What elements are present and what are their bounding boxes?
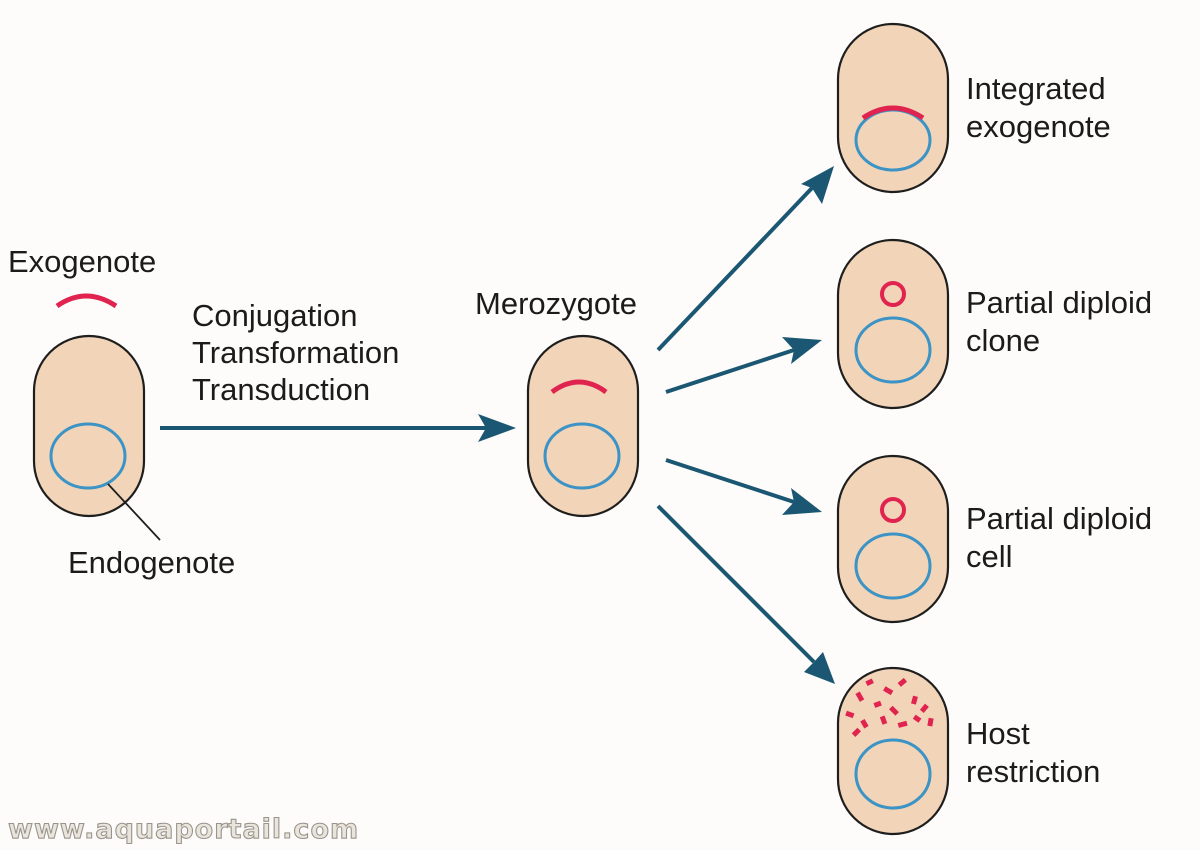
merozygote-endogenote	[543, 422, 621, 490]
restriction-cell	[836, 666, 950, 836]
clone-exogenote-ring	[880, 281, 906, 307]
clone-endogenote	[854, 316, 932, 384]
integrated-cell	[836, 22, 950, 194]
process-transduction-label: Transduction	[192, 372, 370, 407]
diploid-cell	[836, 454, 950, 624]
recipient-endogenote	[49, 422, 127, 490]
arrow-to-clone	[665, 337, 822, 394]
recipient-cell-body	[32, 334, 146, 518]
merozygote-cell-body	[526, 334, 640, 518]
outcome-restriction-line2: restriction	[966, 754, 1100, 789]
clone-cell	[836, 238, 950, 410]
merozygote-exogenote	[550, 379, 608, 395]
outcome-integrated-line1: Integrated	[966, 71, 1106, 106]
outcome-clone-line2: clone	[966, 323, 1040, 358]
watermark-text: www.aquaportail.com	[8, 814, 359, 845]
diploid-exogenote-ring	[880, 497, 906, 523]
diploid-endogenote	[854, 532, 932, 600]
degraded-dna-fragments	[845, 677, 934, 737]
outcome-integrated-line2: exogenote	[966, 109, 1111, 144]
free-exogenote-arc	[55, 293, 118, 309]
exogenote-label: Exogenote	[8, 244, 156, 279]
diploid-cell-body	[836, 454, 950, 624]
restriction-endogenote	[854, 738, 932, 810]
arrow-to-diploid-cell	[665, 458, 822, 515]
outcome-diploid-line2: cell	[966, 539, 1013, 574]
merozygote-cell	[526, 334, 640, 518]
arrow-to-host-restriction	[656, 504, 835, 684]
recipient-cell	[32, 334, 146, 518]
endogenote-pointer-line	[107, 483, 161, 541]
transfer-arrow	[160, 414, 516, 442]
merozygote-label: Merozygote	[475, 286, 637, 321]
arrow-to-integrated	[656, 166, 834, 352]
endogenote-label: Endogenote	[68, 545, 235, 580]
outcome-restriction-line1: Host	[966, 716, 1030, 751]
integrated-exogenote-segment	[861, 105, 925, 121]
process-conjugation-label: Conjugation	[192, 298, 357, 333]
outcome-diploid-line1: Partial diploid	[966, 501, 1152, 536]
process-transformation-label: Transformation	[192, 335, 399, 370]
outcome-clone-line1: Partial diploid	[966, 285, 1152, 320]
clone-cell-body	[836, 238, 950, 410]
